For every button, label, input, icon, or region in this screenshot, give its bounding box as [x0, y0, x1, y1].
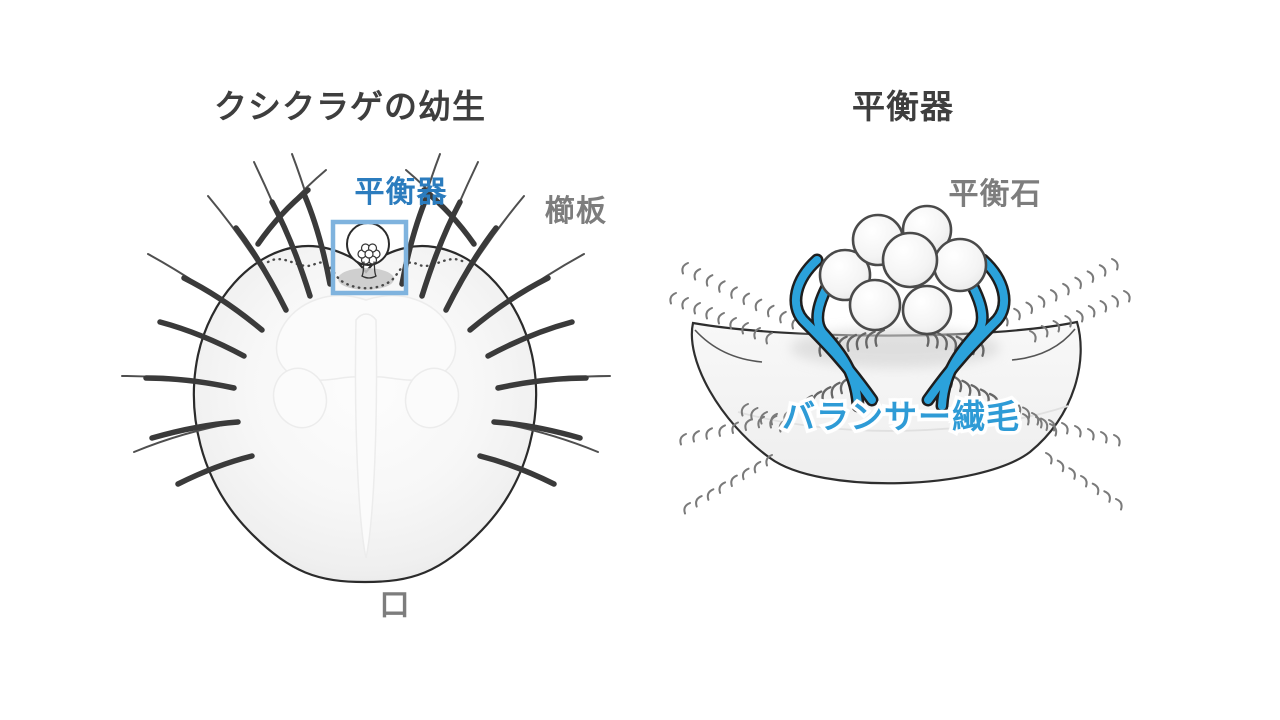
statolith-mini-cluster: [357, 243, 381, 265]
mini-balancer-stalks: [361, 261, 377, 279]
statocyst-highlight-box: [330, 219, 409, 296]
statolith-cluster: [818, 204, 988, 336]
left-figure-title: クシクラゲの幼生: [214, 88, 486, 125]
comb-plate-label: 櫛板: [545, 195, 607, 228]
statocyst-label: 平衡器: [354, 176, 448, 209]
statocyst-illustration: [669, 204, 1131, 515]
cushion-lip-right: [1011, 328, 1076, 361]
polar-field-dotted-line: [266, 258, 466, 290]
statolith-label: 平衡石: [948, 178, 1042, 211]
balancer-cilia-label: バランサー繊毛 バランサー繊毛: [751, 395, 1051, 439]
mouth-label: 口: [379, 589, 411, 622]
balancer-cilia-label-outline: バランサー繊毛: [779, 395, 1023, 439]
larva-internal-canals: [272, 294, 460, 559]
balancer-cilia-label-text: バランサー繊毛: [782, 398, 1020, 435]
comb-plates: [143, 187, 589, 487]
cushion-lip-left: [694, 329, 763, 363]
cilia-tuft-rows: [669, 258, 1131, 515]
right-figure-title: 平衡器: [852, 88, 954, 125]
larva-illustration: [121, 153, 611, 584]
apical-pit-shading: [338, 268, 394, 290]
